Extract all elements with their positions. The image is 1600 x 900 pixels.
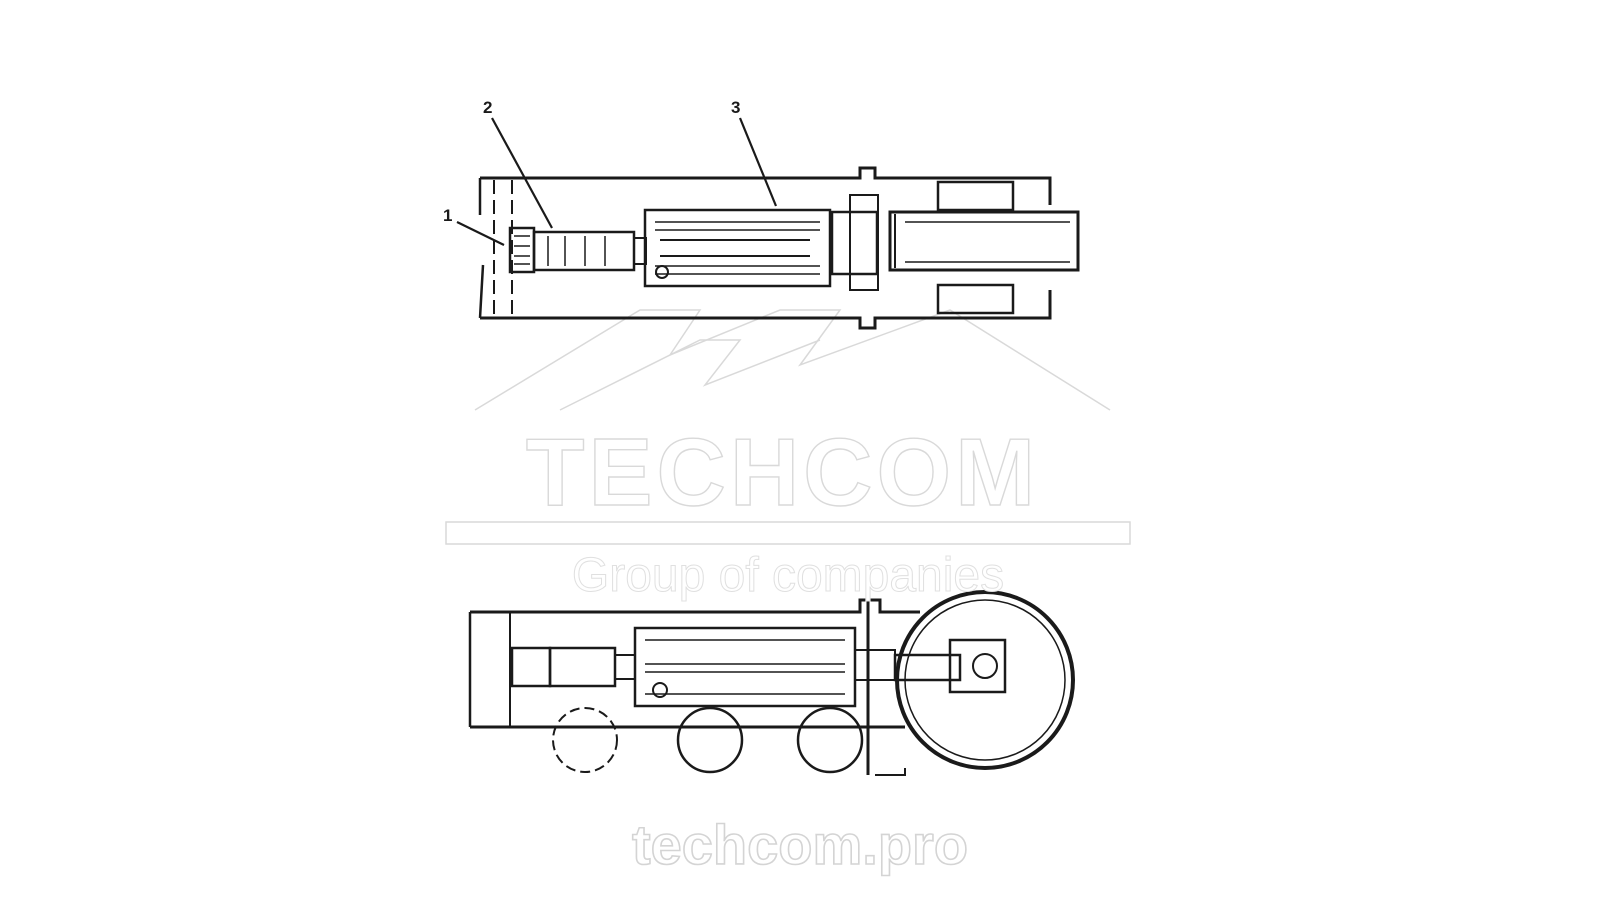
track-roller: [796, 706, 864, 774]
callout-label-3: 3: [731, 98, 741, 117]
leader-2: [491, 117, 553, 229]
frame-top-edge: [480, 166, 1052, 205]
grease-fitting: [508, 226, 536, 274]
leader-lines: [456, 117, 778, 246]
recoil-spring: [643, 208, 832, 288]
adjusting-cylinder: [532, 230, 636, 272]
frame-side-top: [470, 598, 920, 614]
frame-left-break: [478, 178, 485, 319]
watermark-brand: TECHCOM: [525, 418, 1040, 526]
leader-3: [738, 117, 778, 207]
watermark-website: techcom.pro: [631, 812, 969, 877]
idler-block-bottom: [936, 283, 1015, 315]
idler-rod: [893, 653, 962, 682]
yoke: [830, 210, 879, 276]
track-roller: [676, 706, 744, 774]
side-view-assembly: [468, 590, 1075, 776]
side-grease-fitting: [510, 646, 552, 688]
top-view-assembly: [478, 166, 1080, 330]
idler-block-top: [936, 180, 1015, 212]
leader-1: [456, 221, 505, 246]
track-roller: [552, 707, 618, 773]
callout-label-2: 2: [483, 98, 493, 117]
watermark-logo: [445, 309, 1131, 545]
watermark-tagline: Group of companies: [571, 549, 1005, 603]
idler-wheel: [895, 590, 1075, 770]
callout-label-1: 1: [443, 206, 453, 225]
frame-bottom-edge: [480, 290, 1052, 330]
idler-shaft: [888, 210, 1080, 272]
